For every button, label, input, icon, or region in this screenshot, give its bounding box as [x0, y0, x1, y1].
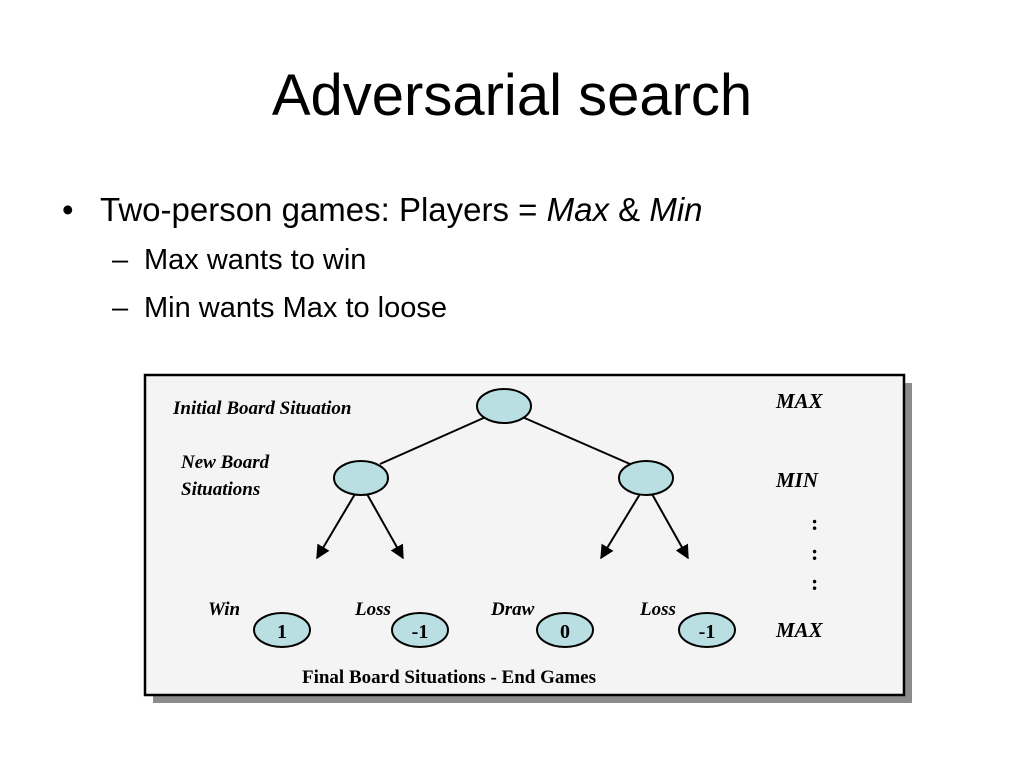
leaf-node: [253, 612, 311, 648]
tree-arrow: [366, 493, 404, 560]
player-max: Max: [546, 191, 609, 228]
sub-bullet-marker: –: [112, 292, 129, 324]
leaf-value: 1: [277, 621, 287, 643]
tree-edge: [379, 415, 489, 465]
sub-bullet-text: Max wants to win: [144, 244, 367, 276]
level-label-max-top: MAX: [775, 389, 824, 413]
ellipsis-dot: :: [811, 570, 818, 595]
new-board-label-line1: New Board: [180, 452, 270, 473]
sub-bullet-item: –Min wants Max to loose: [112, 284, 703, 332]
tree-edge: [519, 415, 631, 465]
bullet-ampersand: &: [608, 191, 650, 228]
root-node: [476, 388, 532, 424]
leaf-node: [678, 612, 736, 648]
ellipsis-dot: :: [811, 510, 818, 535]
tree-arrow: [651, 493, 689, 560]
ellipsis-dot: :: [811, 540, 818, 565]
diagram-frame: [143, 373, 906, 697]
leaf-node: [391, 612, 449, 648]
tree-arrow: [316, 493, 356, 560]
outcome-label-loss: Loss: [639, 599, 676, 620]
bullet-text: Two-person games: Players =: [100, 191, 547, 228]
player-min: Min: [649, 191, 703, 228]
tree-arrow: [600, 493, 641, 560]
min-node-left: [333, 460, 389, 496]
level-label-max-bottom: MAX: [775, 618, 824, 642]
slide-title: Adversarial search: [271, 63, 753, 128]
leaf-value: -1: [699, 621, 716, 643]
bullet-item: • Two-person games: Players = Max & Min: [62, 188, 703, 232]
outcome-label-draw: Draw: [490, 599, 535, 620]
sub-bullet-marker: –: [112, 244, 129, 276]
outcome-label-loss: Loss: [354, 599, 391, 620]
sub-bullet-text: Min wants Max to loose: [144, 292, 448, 324]
bullet-list: • Two-person games: Players = Max & Min –…: [62, 188, 703, 332]
leaf-node: [536, 612, 594, 648]
new-board-label-line2: Situations: [181, 479, 260, 500]
level-label-min: MIN: [775, 468, 819, 492]
sub-bullet-list: –Max wants to win –Min wants Max to loos…: [112, 236, 703, 332]
outcome-label-win: Win: [208, 599, 240, 620]
leaf-value: -1: [412, 621, 429, 643]
min-node-right: [618, 460, 674, 496]
leaf-value: 0: [560, 621, 570, 643]
sub-bullet-item: –Max wants to win: [112, 236, 703, 284]
initial-board-label: Initial Board Situation: [172, 398, 351, 419]
final-board-label: Final Board Situations - End Games: [302, 667, 596, 688]
bullet-marker: •: [62, 191, 74, 228]
